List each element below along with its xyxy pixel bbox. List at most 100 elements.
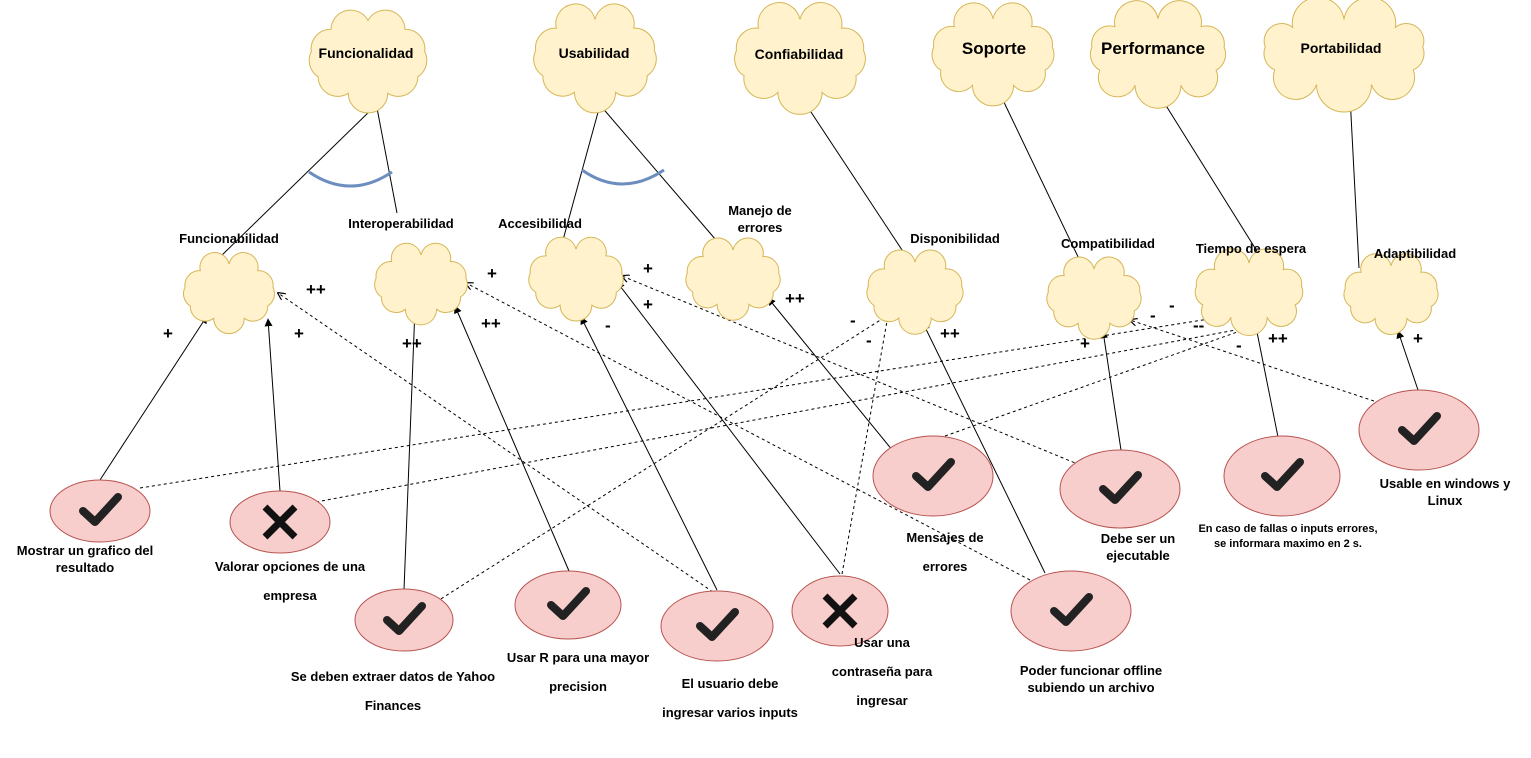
softgoal-cloud-compatibilidad	[1046, 256, 1142, 340]
cloud-layer	[182, 0, 1439, 340]
cross-icon	[822, 593, 858, 629]
decomposition-link	[1000, 95, 1082, 264]
softgoal-label-compatibilidad: Compatibilidad	[1061, 236, 1155, 251]
contribution-sign: ++	[481, 314, 501, 333]
decomposition-link	[1159, 95, 1266, 265]
softgoal-label-manejo-de-errores: Manejo de errores	[728, 203, 792, 235]
softgoal-cloud-tiempo	[1194, 248, 1304, 336]
contribution-link-dashed	[435, 312, 893, 603]
decomposition-link	[1349, 95, 1360, 269]
goal-cloud-performance	[1089, 0, 1227, 109]
goal-label-portabilidad: Portabilidad	[1300, 40, 1382, 56]
contribution-sign: ++	[785, 289, 805, 308]
checkmark-icon	[1099, 471, 1142, 504]
contribution-sign: +	[643, 259, 653, 278]
softgoal-label-accesibilidad: Accesibilidad	[498, 216, 582, 231]
softgoal-cloud-manejo	[685, 237, 781, 321]
decomposition-link	[218, 107, 374, 259]
checkmark-icon	[1050, 593, 1093, 626]
contribution-sign: +	[163, 324, 173, 343]
contribution-sign: ++	[402, 334, 422, 353]
contribution-link-dashed	[466, 283, 1031, 581]
checkmark-icon	[1261, 458, 1304, 491]
contribution-link-dashed	[841, 310, 889, 575]
contribution-sign: -	[605, 316, 611, 335]
option-label-ingresar-inputs: El usuario debe ingresar varios inputs	[662, 676, 798, 720]
option-label-funcionar-offline: Poder funcionar offline subiendo un arch…	[1019, 663, 1163, 695]
goal-cloud-funcionalidad	[308, 9, 428, 114]
contribution-sign: +	[1413, 329, 1423, 348]
contribution-sign: -	[1150, 306, 1156, 325]
contribution-link-solid	[1100, 330, 1122, 451]
checkmark-icon	[79, 493, 122, 526]
goal-label-soporte: Soporte	[961, 39, 1027, 58]
and-decomposition-arc	[308, 170, 393, 188]
contribution-sign: ++	[306, 280, 326, 299]
option-label-valorar-opciones: Valorar opciones de una empresa	[214, 559, 366, 603]
contribution-link-solid	[922, 322, 1046, 574]
contribution-link-solid	[454, 305, 570, 572]
contribution-sign: -	[1236, 336, 1242, 355]
option-label-fallas-inputs: En caso de fallas o inputs errores, se i…	[1198, 523, 1378, 550]
contribution-link-solid	[580, 316, 718, 591]
softgoal-label-disponibilidad: Disponibilidad	[910, 231, 1000, 246]
cross-icon	[262, 504, 298, 540]
edge-layer	[99, 95, 1419, 603]
goal-label-usabilidad: Usabilidad	[558, 45, 630, 61]
option-label-usar-contrasena: Usar una contraseña para ingresar	[831, 635, 933, 708]
softgoal-cloud-interoperabilidad	[374, 242, 468, 326]
contribution-link-solid	[1396, 330, 1419, 391]
checkmark-icon	[547, 587, 590, 620]
contribution-sign: +	[294, 324, 304, 343]
goal-cloud-portabilidad	[1263, 0, 1425, 113]
goal-cloud-usabilidad	[533, 3, 657, 114]
contribution-sign: ++	[1268, 329, 1288, 348]
option-label-usar-r: Usar R para una mayor precision	[506, 650, 650, 694]
contribution-sign: -	[866, 331, 872, 350]
decomposition-link	[376, 107, 398, 214]
softgoal-label-tiempo-de-espera: Tiempo de espera	[1195, 241, 1307, 256]
option-label-ejecutable: Debe ser un ejecutable	[1100, 531, 1176, 563]
contribution-link-solid	[403, 307, 419, 591]
and-decomposition-arc	[581, 168, 665, 186]
goal-label-funcionalidad: Funcionalidad	[318, 45, 414, 61]
goal-label-performance: Performance	[1101, 39, 1205, 58]
checkmark-icon	[912, 458, 955, 491]
goal-cloud-confiabilidad	[734, 2, 866, 115]
option-label-extraer-yahoo: Se deben extraer datos de Yahoo Finances	[290, 669, 496, 713]
contribution-sign: ++	[940, 324, 960, 343]
checkmark-icon	[696, 608, 739, 641]
decomposition-link	[562, 104, 601, 241]
contribution-link-dashed	[944, 325, 1257, 437]
and-arc-layer	[308, 168, 665, 188]
option-label-mostrar-grafico: Mostrar un grafico del resultado	[16, 543, 154, 575]
goal-cloud-soporte	[931, 2, 1055, 107]
contribution-sign: -	[1169, 296, 1175, 315]
option-label-windows-linux: Usable en windows y Linux	[1379, 476, 1511, 508]
softgoal-cloud-adaptabilidad	[1343, 253, 1439, 335]
contribution-sign: +	[1080, 334, 1090, 353]
softgoal-label-interoperabilidad: Interoperabilidad	[348, 216, 454, 231]
contribution-link-solid	[616, 281, 841, 575]
softgoal-cloud-accesibilidad	[528, 236, 624, 322]
contribution-sign: --	[1193, 316, 1205, 335]
softgoal-label-funcionabilidad: Funcionabilidad	[179, 231, 279, 246]
contribution-sign: +	[643, 295, 653, 314]
contribution-link-dashed	[622, 276, 1081, 466]
softgoal-cloud-disponibilidad	[866, 249, 964, 335]
checkmark-icon	[1398, 412, 1441, 445]
contribution-link-solid	[1252, 321, 1279, 438]
contribution-sign: -	[850, 311, 856, 330]
contribution-sign: +	[487, 264, 497, 283]
contribution-link-dashed	[139, 313, 1247, 489]
contribution-link-dashed	[278, 293, 714, 593]
decomposition-link	[806, 105, 907, 257]
softgoal-cloud-funcionabilidad	[182, 252, 276, 335]
goal-label-confiabilidad: Confiabilidad	[754, 46, 844, 62]
contribution-link-solid	[264, 318, 281, 492]
option-layer	[49, 389, 1480, 662]
contribution-link-solid	[767, 297, 894, 452]
checkmark-icon	[383, 602, 426, 635]
